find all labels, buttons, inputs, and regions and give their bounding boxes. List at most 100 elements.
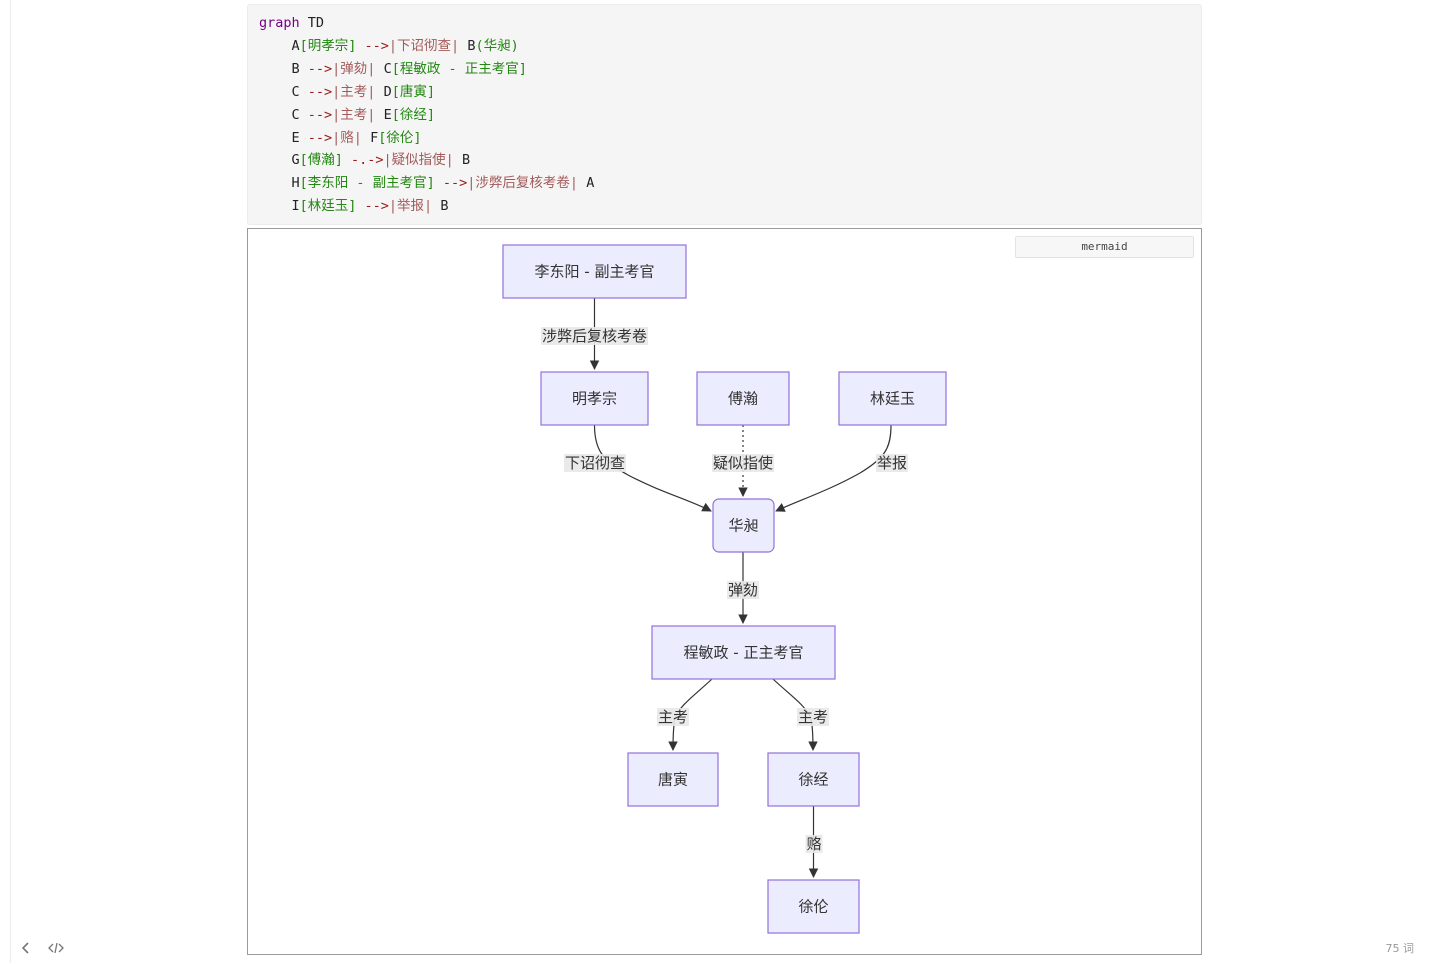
diagram-node-c: 程敏政 - 正主考官 [651,625,836,680]
diagram-node-e: 徐经 [767,752,860,807]
code-token: |主考| [332,83,376,100]
code-icon[interactable] [46,938,66,958]
code-line: graph TD [259,12,324,35]
edge-label-text: 疑似指使 [713,454,773,472]
node-box [838,371,947,426]
code-token: D [375,83,392,100]
code-token: B [453,152,471,169]
code-token: [傅瀚] [299,152,343,169]
node-box [712,498,775,553]
edge-label-text: 主考 [658,708,688,726]
code-token: --> [356,37,389,54]
code-token: G [259,152,300,169]
edge-label: 疑似指使 [711,454,775,472]
code-token: |举报| [388,198,433,215]
code-token: [唐寅] [391,83,435,100]
diagram-node-g: 傅瀚 [696,371,790,426]
code-line: C -->|主考| D[唐寅] [259,81,435,104]
code-token: B [459,37,476,54]
code-token: B [259,60,308,77]
code-token: [林廷玉] [299,198,357,215]
code-token: H [259,175,300,192]
node-label: 华昶 [728,517,758,535]
code-token: |主考| [332,106,376,123]
chevron-left-icon[interactable] [16,938,36,958]
diagram-preview [247,228,1202,955]
node-label: 傅瀚 [728,390,758,408]
code-token: [程敏政 - 正主考官] [391,60,527,77]
code-token: |弹劾| [332,60,376,77]
node-label: 李东阳 - 副主考官 [535,263,655,281]
edge-label: 举报 [875,454,909,472]
edge-label-bg [656,708,690,726]
edge-label-text: 弹劾 [728,581,758,599]
edge-label: 涉弊后复核考卷 [540,327,649,345]
code-token: [明孝宗] [299,37,357,54]
diagram-edge-i-b [775,424,892,512]
code-token: C [259,106,308,123]
code-token: |下诏彻查| [388,37,460,54]
code-token: C [375,60,392,77]
code-token: (华昶) [475,37,519,54]
diagram-node-f: 徐伦 [767,879,860,934]
code-token: [李东阳 - 副主考官] [299,175,435,192]
node-box [502,244,687,299]
code-token: C [259,83,308,100]
edge-label: 主考 [796,708,830,726]
node-label: 唐寅 [658,771,688,789]
edge-label-bg [563,454,627,472]
code-token: F [361,129,379,146]
code-token: --> [307,129,333,146]
edge-label-text: 涉弊后复核考卷 [542,327,647,345]
code-token: A [259,37,300,54]
edge-label-bg [875,454,909,472]
code-token: -.-> [342,152,384,169]
edge-label: 下诏彻查 [563,454,627,472]
code-line: B -->|弹劾| C[程敏政 - 正主考官] [259,58,527,81]
node-box [540,371,649,426]
diagram-edge-a-b [593,424,712,512]
diagram-node-b: 华昶 [712,498,775,553]
node-label: 徐伦 [798,898,828,916]
code-line: A[明孝宗] -->|下诏彻查| B(华昶) [259,35,519,58]
code-token: A [578,175,595,192]
diagram-node-i: 林廷玉 [838,371,947,426]
code-token: I [259,198,300,215]
code-token: graph [259,15,300,31]
code-line: E -->|赂| F[徐伦] [259,127,422,150]
code-token: E [375,106,392,123]
code-line: I[林廷玉] -->|举报| B [259,195,449,218]
code-token: --> [307,60,333,77]
diagram-node-h: 李东阳 - 副主考官 [502,244,687,299]
code-token: --> [307,83,333,100]
code-token: |赂| [332,129,362,146]
edge-label-bg [711,454,775,472]
edge-label: 赂 [805,835,823,853]
edge-label-bg [805,835,823,853]
code-token: [徐经] [391,106,435,123]
code-token: B [432,198,449,215]
code-line: C -->|主考| E[徐经] [259,104,435,127]
node-box [627,752,719,807]
code-line: G[傅瀚] -.->|疑似指使| B [259,149,471,172]
editor-left-border [10,0,11,963]
code-token: |疑似指使| [383,152,454,169]
node-label: 明孝宗 [572,390,617,408]
code-token: [徐伦] [378,129,422,146]
edge-label-text: 主考 [798,708,828,726]
language-tag[interactable]: mermaid [1015,236,1194,258]
node-label: 程敏政 - 正主考官 [684,644,804,662]
edge-label-bg [540,327,649,345]
code-token: --> [356,198,389,215]
word-count: 75 词 [1385,942,1415,955]
edge-label: 弹劾 [726,581,760,599]
code-token: --> [307,106,333,123]
node-box [651,625,836,680]
edge-label-bg [726,581,760,599]
code-token: E [259,129,308,146]
node-box [696,371,790,426]
code-block[interactable]: graph TD A[明孝宗] -->|下诏彻查| B(华昶) B -->|弹劾… [247,4,1202,225]
code-token: |涉弊后复核考卷| [467,175,579,192]
edge-label-text: 下诏彻查 [565,454,625,472]
